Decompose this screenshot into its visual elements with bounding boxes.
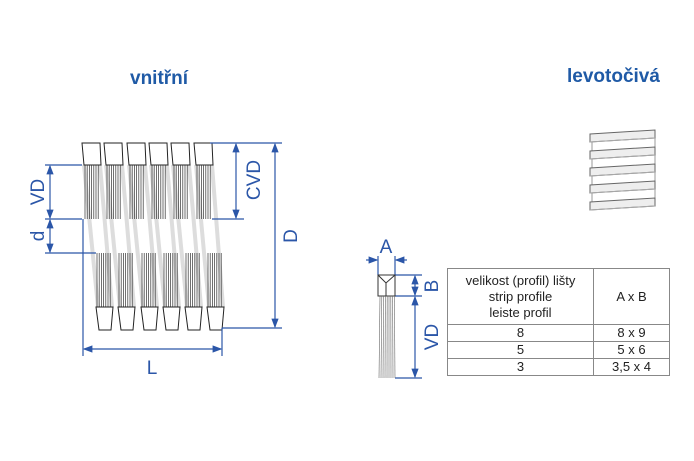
strip-block xyxy=(81,142,102,166)
strip-profile-drawing xyxy=(377,274,396,379)
dimension-lines xyxy=(45,142,422,379)
label-A: A xyxy=(380,237,393,258)
table-header-size: A x B xyxy=(593,268,670,325)
strip-block xyxy=(103,142,124,166)
strip-block xyxy=(148,142,169,166)
header-line: velikost (profil) lišty xyxy=(465,272,576,288)
profile-table: velikost (profil) lišty strip profile le… xyxy=(447,268,670,376)
label-cvd: CVD xyxy=(244,160,265,200)
strip-block xyxy=(170,142,191,166)
label-B: B xyxy=(422,280,443,293)
strip-block xyxy=(184,306,203,331)
strip-block xyxy=(162,306,181,331)
internal-brush-drawing xyxy=(81,142,225,331)
cell-size: 5 x 6 xyxy=(593,341,670,359)
left-hand-coil-icon xyxy=(589,129,656,211)
cell-profile: 8 xyxy=(447,324,594,342)
header-line: strip profile xyxy=(488,288,553,304)
header-line: leiste profil xyxy=(489,304,552,320)
cell-size: 3,5 x 4 xyxy=(593,358,670,376)
strip-block xyxy=(95,306,114,331)
cell-profile: 5 xyxy=(447,341,594,359)
label-vd-strip: VD xyxy=(422,324,443,350)
label-d: d xyxy=(28,231,49,242)
strip-block xyxy=(140,306,159,331)
strip-block xyxy=(206,306,225,331)
strip-block xyxy=(126,142,147,166)
cell-profile: 3 xyxy=(447,358,594,376)
title-inner: vnitřní xyxy=(130,68,189,89)
label-D: D xyxy=(281,229,302,243)
cell-size: 8 x 9 xyxy=(593,324,670,342)
table-header-profile: velikost (profil) lišty strip profile le… xyxy=(447,268,594,325)
strip-block xyxy=(193,142,214,166)
title-left-hand: levotočivá xyxy=(567,66,660,87)
label-vd: VD xyxy=(28,179,49,205)
label-L: L xyxy=(147,358,158,379)
strip-block xyxy=(117,306,136,331)
